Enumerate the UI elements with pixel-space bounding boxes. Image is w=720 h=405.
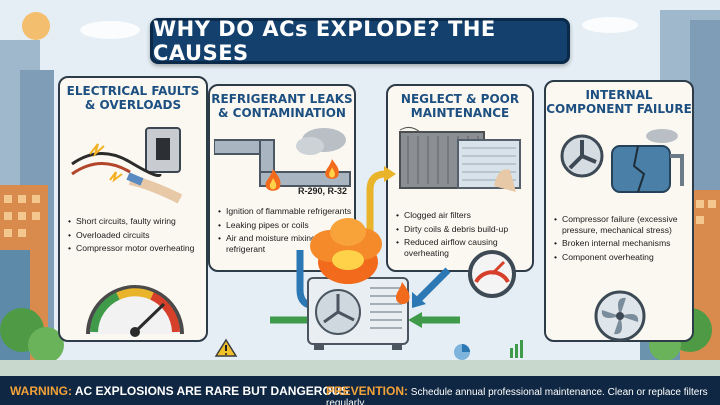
prevention-message: PREVENTION: Schedule annual professional… [326, 384, 720, 405]
gauge-icon [86, 285, 184, 337]
list-item: Air and moisture mixing with refrigerant [218, 233, 352, 254]
bullet-list: Ignition of flammable refrigerants Leaki… [218, 206, 352, 257]
explosion-fire [310, 218, 410, 305]
switch-icon [71, 127, 183, 204]
title-banner: WHY DO ACs EXPLODE? THE CAUSES [150, 17, 570, 65]
list-item: Compressor failure (excessive pressure, … [554, 214, 692, 235]
panel-heading: ELECTRICAL FAULTS & OVERLOADS [66, 84, 200, 112]
arrow-yellow [366, 170, 387, 262]
ac-unit-icon [307, 277, 409, 350]
prevention-label: PREVENTION: [326, 384, 409, 398]
bullet-list: Compressor failure (excessive pressure, … [554, 214, 692, 265]
list-item: Overloaded circuits [68, 230, 206, 241]
bullet-list: Clogged air filters Dirty coils & debris… [396, 210, 532, 261]
list-item: Leaking pipes or coils [218, 220, 352, 231]
filter-icon [399, 126, 521, 192]
central-ac-explosion [214, 166, 523, 360]
chart-icon [454, 340, 523, 360]
list-item: Reduced airflow causing overheating [396, 237, 532, 258]
bottom-banner: WARNING: AC EXPLOSIONS ARE RARE BUT DANG… [0, 376, 720, 405]
panel-component-failure: INTERNAL COMPONENT FAILURE Compressor fa… [544, 80, 694, 342]
list-item: Ignition of flammable refrigerants [218, 206, 352, 217]
warning-message: WARNING: AC EXPLOSIONS ARE RARE BUT DANG… [10, 384, 348, 398]
prevention-text: Schedule annual professional maintenance… [326, 387, 708, 405]
fire-icon [265, 169, 281, 191]
list-item: Clogged air filters [396, 210, 532, 221]
panel-heading: INTERNAL COMPONENT FAILURE [546, 88, 692, 116]
panel-heading: NEGLECT & POOR MAINTENANCE [400, 92, 520, 120]
pipe-icon [214, 128, 351, 187]
panel-neglect-maintenance: NEGLECT & POOR MAINTENANCE Clogged air f… [386, 84, 534, 272]
list-item: Component overheating [554, 252, 692, 263]
list-item: Broken internal mechanisms [554, 238, 692, 249]
fan-icon [594, 290, 646, 342]
panel-heading: REFRIGERANT LEAKS & CONTAMINATION [211, 92, 353, 120]
warning-text: AC EXPLOSIONS ARE RARE BUT DANGEROUS [74, 384, 349, 398]
list-item: Compressor motor overheating [68, 243, 206, 254]
refrigerant-label: R-290, R-32 [298, 186, 348, 196]
gauge-icon [468, 250, 516, 298]
warning-icon [214, 338, 238, 357]
warning-label: WARNING: [10, 384, 72, 398]
panel-electrical-faults: ELECTRICAL FAULTS & OVERLOADS Short circ… [58, 76, 208, 342]
bullet-list: Short circuits, faulty wiring Overloaded… [68, 216, 206, 257]
list-item: Short circuits, faulty wiring [68, 216, 206, 227]
list-item: Dirty coils & debris build-up [396, 224, 532, 235]
compressor-icon [560, 129, 684, 193]
page-title: WHY DO ACs EXPLODE? THE CAUSES [153, 17, 496, 65]
fire-icon [325, 159, 339, 179]
